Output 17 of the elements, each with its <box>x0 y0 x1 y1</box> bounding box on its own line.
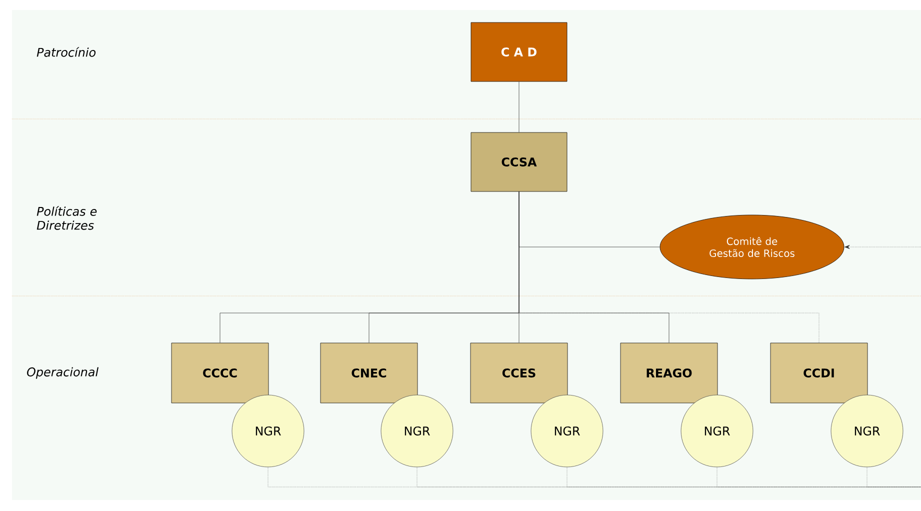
org-box: CCCC <box>171 342 269 404</box>
connector-line <box>716 466 921 488</box>
connector-line <box>566 466 921 488</box>
org-box: CCES <box>470 342 568 404</box>
connector-line <box>844 244 921 249</box>
org-box: CNEC <box>320 342 418 404</box>
band-label: Políticas e Diretrizes <box>36 206 97 230</box>
band-label: Operacional <box>27 367 99 379</box>
connector-line <box>518 191 670 343</box>
org-box: C A D <box>470 22 568 82</box>
org-box: REAGO <box>620 342 718 404</box>
org-box: CCSA <box>470 132 568 192</box>
band-label: Patrocínio <box>36 47 96 57</box>
connector-line <box>866 466 921 488</box>
org-box: CCDI <box>770 342 868 404</box>
connector-line <box>518 81 520 132</box>
connector-line <box>518 191 820 343</box>
